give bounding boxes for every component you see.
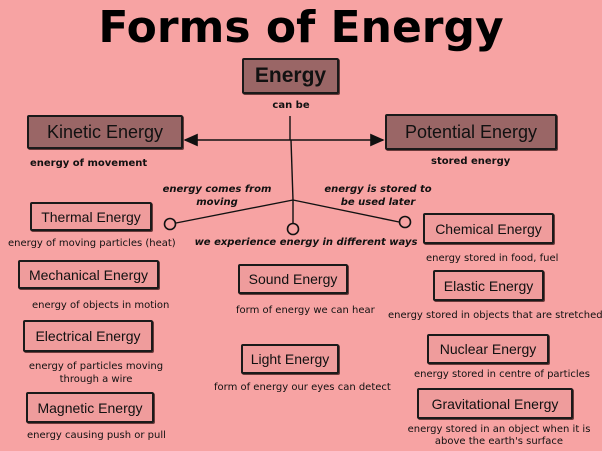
branch-right-line: [292, 199, 400, 223]
magnetic-energy-label: Magnetic Energy: [37, 399, 143, 416]
mechanical-energy-box: Mechanical Energy: [18, 260, 159, 289]
elastic-energy-label: Elastic Energy: [443, 277, 534, 294]
chemical-energy-label: Chemical Energy: [435, 220, 542, 237]
energy-box: Energy: [242, 58, 339, 94]
kinetic-energy-label: Kinetic Energy: [46, 121, 164, 142]
chemical-energy-description: energy stored in food, fuel: [426, 253, 559, 264]
node-middle: [286, 222, 300, 236]
elastic-energy-box: Elastic Energy: [433, 270, 544, 301]
potential-energy-box: Potential Energy: [385, 114, 557, 150]
chemical-energy-box: Chemical Energy: [423, 213, 554, 244]
thermal-energy-box: Thermal Energy: [30, 202, 152, 231]
connector-left-caption: energy comes from moving: [162, 184, 272, 208]
gravitational-energy-box: Gravitational Energy: [417, 388, 573, 419]
connector-middle-caption: we experience energy in different ways: [194, 237, 418, 248]
magnetic-energy-description: energy causing push or pull: [27, 430, 166, 441]
sound-energy-label: Sound Energy: [248, 271, 338, 287]
mechanical-energy-description: energy of objects in motion: [32, 300, 170, 311]
energy-label: Energy: [254, 64, 327, 87]
nuclear-energy-label: Nuclear Energy: [439, 341, 537, 357]
kinetic-energy-description: energy of movement: [30, 158, 148, 169]
gravitational-energy-description: energy stored in an object when it is ab…: [407, 424, 591, 447]
trunk-line: [290, 139, 294, 201]
connector-right-caption: energy is stored to be used later: [324, 184, 432, 208]
elastic-energy-description: energy stored in objects that are stretc…: [388, 310, 602, 321]
light-energy-box: Light Energy: [241, 344, 339, 374]
node-right: [398, 215, 412, 229]
thermal-energy-label: Thermal Energy: [41, 208, 141, 225]
nuclear-energy-description: energy stored in centre of particles: [414, 369, 591, 380]
node-left: [163, 217, 177, 231]
light-energy-description: form of energy our eyes can detect: [214, 382, 391, 393]
electrical-energy-description: energy of particles moving through a wir…: [28, 361, 164, 385]
thermal-energy-description: energy of moving particles (heat): [8, 238, 176, 249]
nuclear-energy-box: Nuclear Energy: [427, 334, 549, 364]
light-energy-label: Light Energy: [250, 351, 330, 367]
branch-left-line: [175, 199, 294, 224]
page-title: Forms of Energy: [98, 2, 504, 53]
potential-energy-label: Potential Energy: [404, 121, 538, 142]
magnetic-energy-box: Magnetic Energy: [26, 392, 154, 423]
can-be-caption: can be: [272, 100, 310, 111]
electrical-energy-box: Electrical Energy: [23, 320, 153, 352]
sound-energy-box: Sound Energy: [238, 264, 348, 294]
electrical-energy-label: Electrical Energy: [35, 328, 141, 344]
potential-energy-description: stored energy: [431, 156, 511, 167]
gravitational-energy-label: Gravitational Energy: [431, 395, 559, 412]
sound-energy-description: form of energy we can hear: [236, 305, 375, 316]
mechanical-energy-label: Mechanical Energy: [28, 266, 149, 283]
kinetic-energy-box: Kinetic Energy: [27, 115, 183, 149]
